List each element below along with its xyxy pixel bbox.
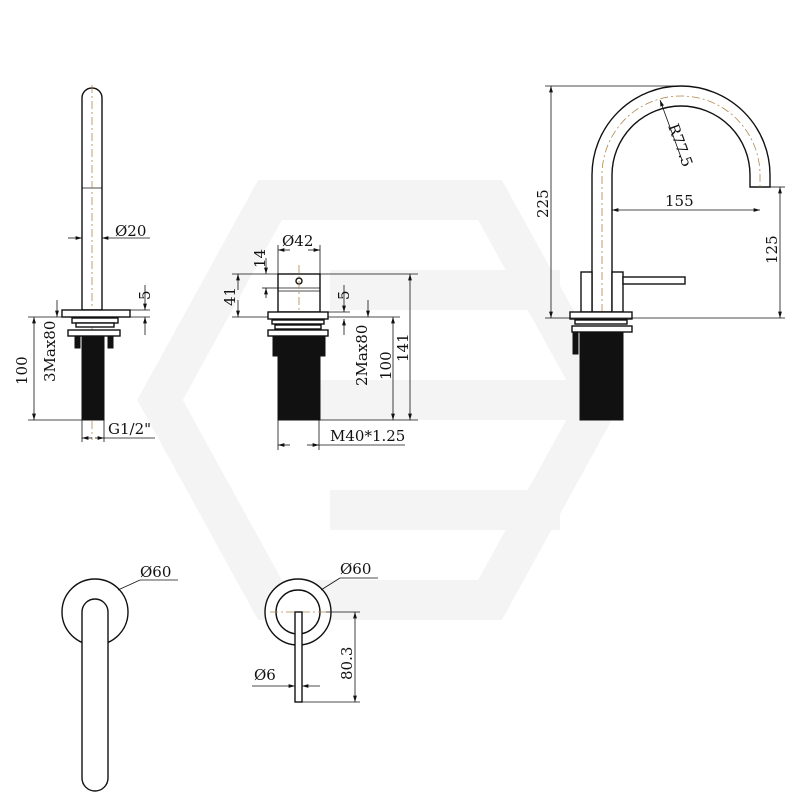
dim-reach-155: 155 — [665, 192, 694, 210]
dim-radius: R77.5 — [664, 121, 696, 169]
dim-body-diameter: Ø42 — [282, 232, 313, 250]
dim-top-14: 14 — [251, 249, 269, 268]
spout-rosette-top-view: Ø60 — [61, 563, 178, 792]
watermark-logo — [137, 180, 623, 620]
dim-height-100: 100 — [13, 356, 31, 385]
spout-base-side-view: Ø20 5 100 3Max80 G1/2" — [13, 85, 155, 442]
dim-body-41: 41 — [221, 287, 239, 306]
dim-spout-diameter: Ø20 — [115, 222, 146, 240]
dim-thread-m40: M40*1.25 — [330, 427, 405, 445]
dim-shank-100: 100 — [377, 351, 395, 380]
dim-max-thickness: 3Max80 — [41, 321, 59, 382]
handle-body-side-view: Ø42 14 41 5 2Max80 100 141 M40*1.25 — [221, 232, 418, 450]
dim-handle-rosette-diameter: Ø60 — [340, 560, 371, 578]
dim-lever-diameter: Ø6 — [254, 666, 276, 684]
dim-rosette-diameter: Ø60 — [140, 563, 171, 581]
dim-outlet-125: 125 — [763, 235, 781, 264]
dim-spout-height-225: 225 — [534, 189, 552, 218]
dim-lever-length: 80.3 — [338, 647, 356, 680]
dim-plate-thickness: 5 — [136, 290, 154, 300]
dim-max-thickness-2: 2Max80 — [353, 325, 371, 386]
dim-plate-5: 5 — [335, 290, 353, 300]
dim-thread-g12: G1/2" — [108, 420, 151, 438]
handle-rosette-top-view: Ø60 Ø6 80.3 — [252, 560, 378, 703]
dim-total-141: 141 — [394, 333, 412, 362]
spout-side-view: 225 R77.5 155 125 — [534, 85, 785, 421]
